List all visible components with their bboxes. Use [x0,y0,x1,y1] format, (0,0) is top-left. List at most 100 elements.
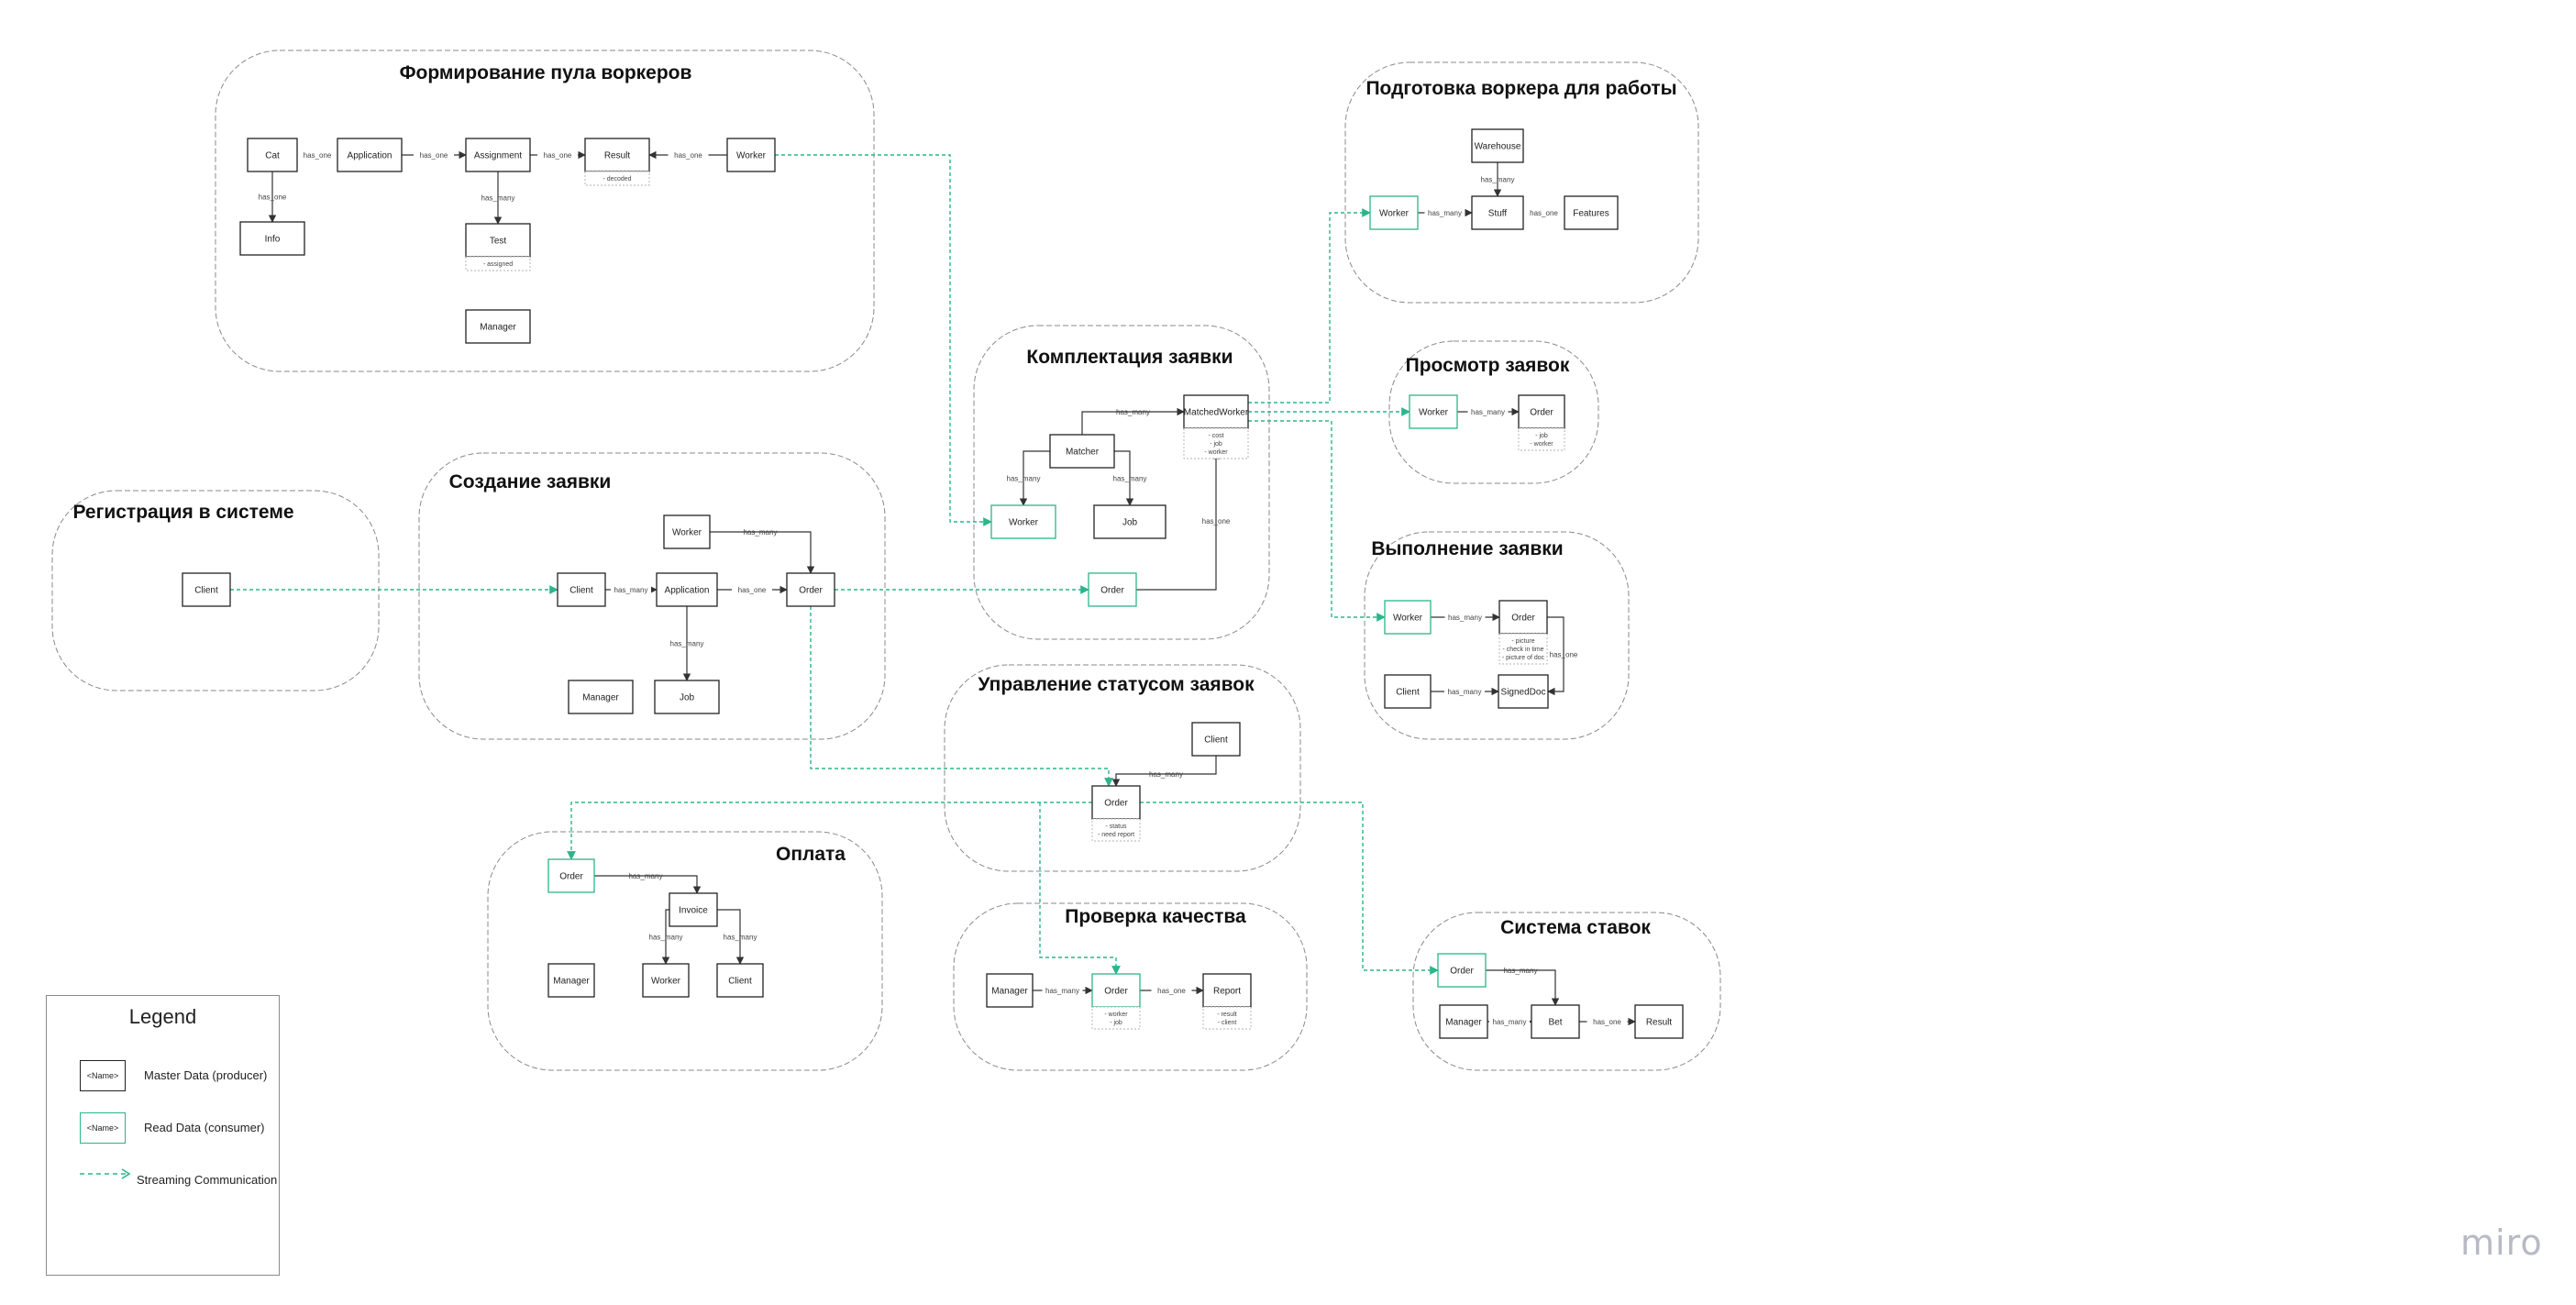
entity-attribute: - job [1535,433,1548,439]
entity-box[interactable] [1384,600,1432,635]
entity-warehouse[interactable]: Warehouse [1471,128,1524,163]
entity-box[interactable] [726,138,776,172]
entity-box[interactable] [1564,195,1619,230]
entity-result_bets[interactable]: Result [1634,1004,1684,1039]
entity-order_exec[interactable]: Order- picture- check in time- picture o… [1498,600,1548,665]
entity-order_status[interactable]: Order- status- need report [1091,785,1141,842]
entity-box[interactable] [1471,128,1524,163]
group-exec: Выполнение заявки [1364,531,1630,740]
entity-box[interactable] [1384,674,1432,709]
entity-report[interactable]: Report- result- client [1202,973,1252,1030]
entity-assignment[interactable]: Assignment [465,138,531,172]
entity-client_create[interactable]: Client [557,572,606,607]
entity-worker_prep[interactable]: Worker [1369,195,1419,230]
entity-order_create[interactable]: Order [786,572,835,607]
entity-order_view[interactable]: Order- job- worker [1518,394,1565,451]
entity-box[interactable] [1437,953,1487,988]
entity-application1[interactable]: Application [337,138,403,172]
entity-cat[interactable]: Cat [247,138,298,172]
entity-box[interactable] [568,680,634,714]
entity-features[interactable]: Features [1564,195,1619,230]
entity-manager_pay[interactable]: Manager [547,963,595,998]
entity-order_bets[interactable]: Order [1437,953,1487,988]
entity-stuff[interactable]: Stuff [1471,195,1524,230]
entity-manager1[interactable]: Manager [465,309,531,344]
entity-box[interactable] [1088,572,1137,607]
entity-box[interactable] [1202,973,1252,1008]
entity-box[interactable] [1093,504,1166,539]
entity-box[interactable] [239,221,305,256]
entity-invoice[interactable]: Invoice [669,892,718,927]
entity-manager_bets[interactable]: Manager [1439,1004,1488,1039]
entity-box[interactable] [1531,1004,1580,1039]
entity-box[interactable] [547,858,595,893]
entity-test[interactable]: Test- assigned [465,223,531,271]
entity-box[interactable] [1049,434,1115,469]
entity-job_comp[interactable]: Job [1093,504,1166,539]
entity-box[interactable] [1518,394,1565,429]
entity-worker_exec[interactable]: Worker [1384,600,1432,635]
entity-box[interactable] [786,572,835,607]
entity-label: Assignment [474,151,522,161]
entity-box[interactable] [1439,1004,1488,1039]
relation-label: has_one [544,151,572,160]
entity-signeddoc[interactable]: SignedDoc [1498,674,1549,709]
entity-box[interactable] [716,963,764,998]
entity-box[interactable] [663,514,711,549]
entity-matchedworker[interactable]: MatchedWorker- cost- job- worker [1183,394,1249,459]
entity-label: Client [1204,735,1228,746]
entity-order_comp[interactable]: Order [1088,572,1137,607]
entity-matcher[interactable]: Matcher [1049,434,1115,469]
entity-box[interactable] [990,504,1056,539]
entity-job_create[interactable]: Job [654,680,720,714]
entity-info[interactable]: Info [239,221,305,256]
entity-box[interactable] [654,680,720,714]
entity-manager2[interactable]: Manager [568,680,634,714]
entity-bet[interactable]: Bet [1531,1004,1580,1039]
entity-box[interactable] [337,138,403,172]
entity-box[interactable] [1369,195,1419,230]
entity-worker_pay[interactable]: Worker [642,963,690,998]
entity-manager_qa[interactable]: Manager [986,973,1034,1008]
entity-worker_comp[interactable]: Worker [990,504,1056,539]
relation-order_exec-signeddoc: has_one [1547,616,1578,696]
entity-box[interactable] [547,963,595,998]
entity-box[interactable] [1409,394,1458,429]
entity-worker1[interactable]: Worker [726,138,776,172]
entity-box[interactable] [247,138,298,172]
entity-label: Features [1573,209,1609,219]
entity-client_reg[interactable]: Client [182,572,231,607]
entity-box[interactable] [465,309,531,344]
entity-worker_create[interactable]: Worker [663,514,711,549]
group-prep: Подготовка воркера для работы [1344,61,1699,304]
entity-box[interactable] [1634,1004,1684,1039]
entity-order_pay[interactable]: Order [547,858,595,893]
entity-order_qa[interactable]: Order- worker- job [1091,973,1141,1030]
entity-box[interactable] [465,138,531,172]
entity-box[interactable] [669,892,718,927]
relation-label: has_many [1504,967,1538,975]
entity-box[interactable] [656,572,718,607]
entity-box[interactable] [182,572,231,607]
entity-box[interactable] [1498,600,1548,635]
relation-label: has_many [1428,209,1462,217]
relation-label-bg [1042,985,1083,995]
entity-client_status[interactable]: Client [1191,722,1241,757]
entity-box[interactable] [642,963,690,998]
entity-box[interactable] [1498,674,1549,709]
entity-result1[interactable]: Result- decoded [584,138,650,186]
entity-application2[interactable]: Application [656,572,718,607]
legend: Legend <Name> Master Data (producer) <Na… [46,995,280,1276]
entity-box[interactable] [1183,394,1249,429]
entity-box[interactable] [1471,195,1524,230]
entity-attribute: - result [1217,1012,1236,1018]
entity-box[interactable] [1191,722,1241,757]
entity-client_pay[interactable]: Client [716,963,764,998]
entity-box[interactable] [986,973,1034,1008]
entity-worker_view[interactable]: Worker [1409,394,1458,429]
entity-box[interactable] [557,572,606,607]
relation-label: has_one [1202,517,1231,525]
group-frame [1364,531,1630,740]
entity-client_exec[interactable]: Client [1384,674,1432,709]
entity-box[interactable] [1091,973,1141,1008]
